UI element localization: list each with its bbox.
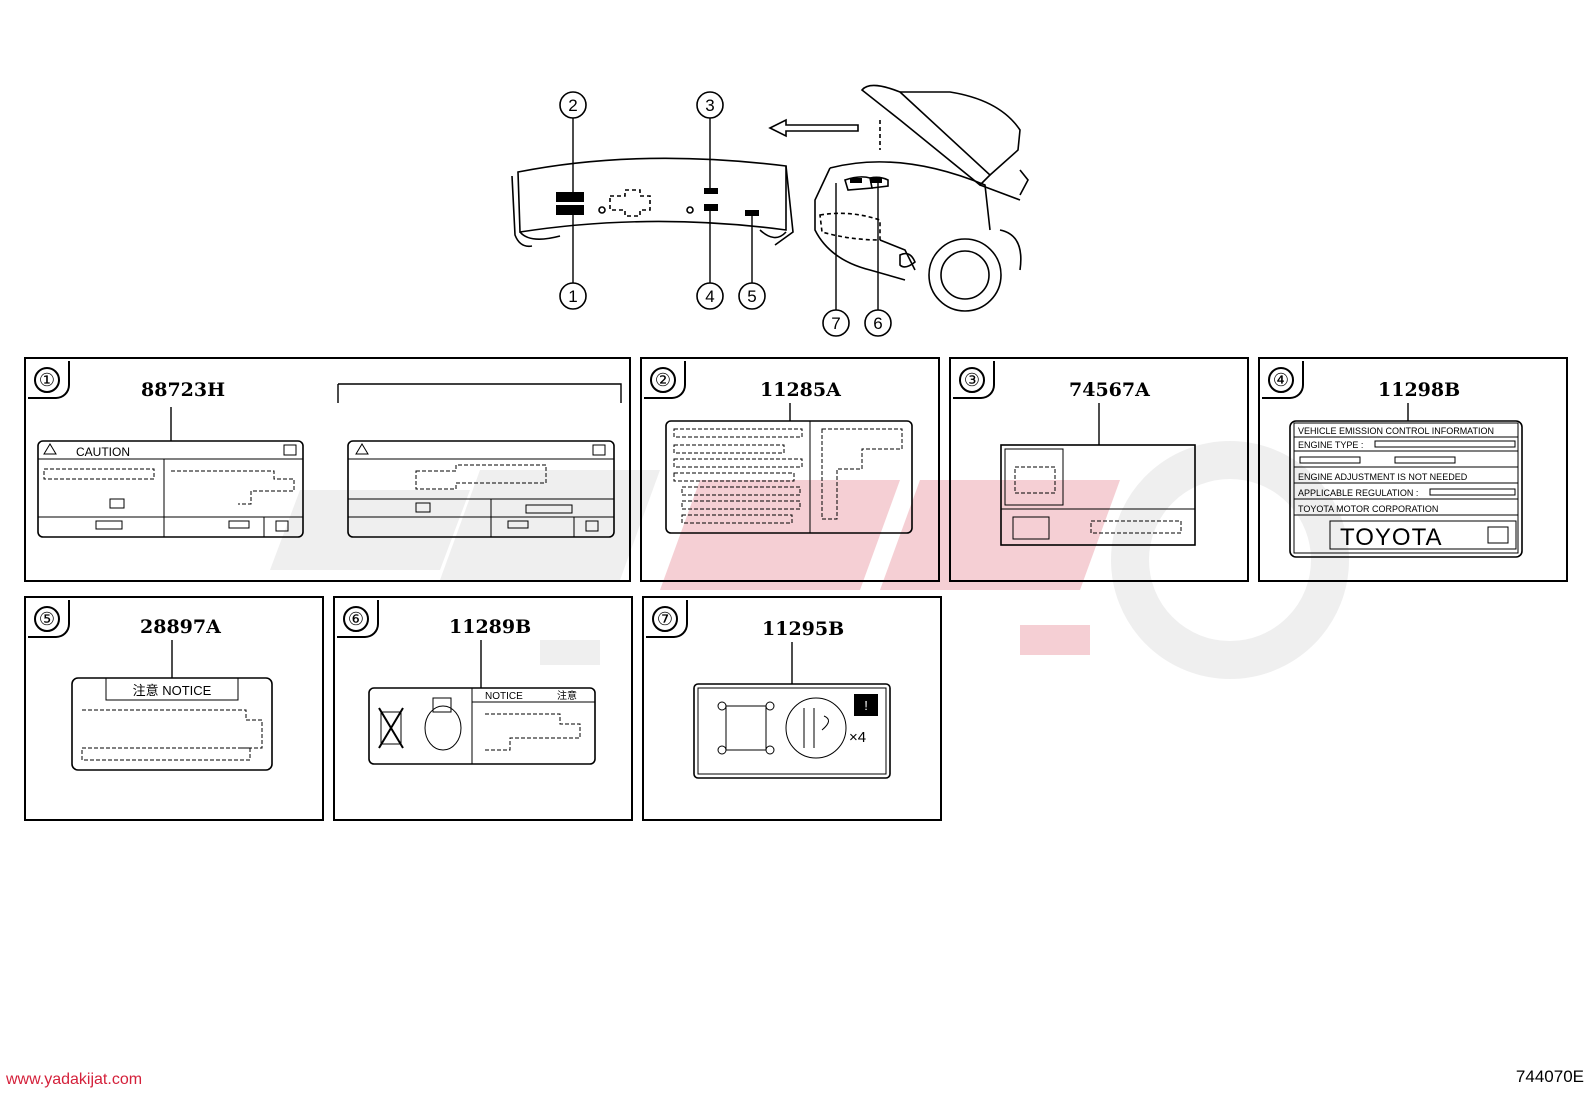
diagram-code: 744070E: [1515, 1067, 1584, 1086]
notice-jp-text: 注意 NOTICE: [133, 683, 212, 698]
panel-2: ② 11285A: [640, 357, 940, 582]
toyota-motor-corp-text: TOYOTA MOTOR CORPORATION: [1298, 504, 1438, 514]
part-number-28897A[interactable]: 28897A: [140, 616, 221, 638]
svg-text:!: !: [864, 698, 868, 713]
label-drawing-74567A: [1000, 403, 1196, 546]
part-number-74567A[interactable]: 74567A: [1069, 379, 1150, 401]
notice-warn-text: 注意: [557, 689, 577, 702]
panel-5: ⑤ 28897A 注意 NOTICE: [24, 596, 324, 821]
label-drawing-11298B: VEHICLE EMISSION CONTROL INFORMATION ENG…: [1289, 403, 1523, 558]
label-drawing-11295B: ! ×4: [693, 642, 891, 779]
panel-1: ① 88723H CAUTION: [24, 357, 631, 582]
part-number-11295B[interactable]: 11295B: [762, 618, 845, 640]
part-number-11289B[interactable]: 11289B: [449, 616, 532, 638]
engine-adjustment-text: ENGINE ADJUSTMENT IS NOT NEEDED: [1298, 472, 1468, 482]
callout-3: 3: [705, 96, 714, 115]
engine-type-text: ENGINE TYPE :: [1298, 440, 1363, 450]
panel-number-5: ⑤: [28, 600, 72, 638]
panel-number-2: ②: [644, 361, 688, 399]
label-drawing-88723H: CAUTION: [37, 383, 622, 538]
callout-5: 5: [747, 287, 756, 306]
panel-6: ⑥ 11289B NOTICE 注意: [333, 596, 633, 821]
panel-number-1: ①: [28, 361, 72, 399]
panel-number-7: ⑦: [646, 600, 690, 638]
panel-4: ④ 11298B VEHICLE EMISSION CONTROL INFORM…: [1258, 357, 1568, 582]
panel-number-3: ③: [953, 361, 997, 399]
part-number-88723H[interactable]: 88723H: [141, 379, 226, 401]
callout-1: 1: [568, 287, 577, 306]
times-four-text: ×4: [849, 729, 866, 746]
panel-3: ③ 74567A: [949, 357, 1249, 582]
panel-number-6: ⑥: [337, 600, 381, 638]
panel-number-4: ④: [1262, 361, 1306, 399]
emission-title: VEHICLE EMISSION CONTROL INFORMATION: [1298, 426, 1494, 436]
notice-text: NOTICE: [485, 691, 523, 702]
overview-illustration: 2 3 1 4 5 7 6: [511, 84, 1029, 337]
part-number-11285A[interactable]: 11285A: [760, 379, 841, 401]
part-number-11298B[interactable]: 11298B: [1378, 379, 1461, 401]
toyota-brand-text: TOYOTA: [1340, 524, 1442, 551]
callout-6: 6: [873, 314, 882, 333]
label-drawing-28897A: 注意 NOTICE: [71, 640, 273, 771]
panel-7: ⑦ 11295B ! ×4: [642, 596, 942, 821]
callout-4: 4: [705, 287, 714, 306]
label-drawing-11285A: [665, 403, 913, 534]
website-url[interactable]: www.yadakijat.com: [6, 1071, 143, 1088]
label-drawing-11289B: NOTICE 注意: [368, 640, 596, 765]
callout-7: 7: [831, 314, 840, 333]
caution-text: CAUTION: [76, 445, 130, 459]
applicable-regulation-text: APPLICABLE REGULATION :: [1298, 488, 1418, 498]
callout-2: 2: [568, 96, 577, 115]
